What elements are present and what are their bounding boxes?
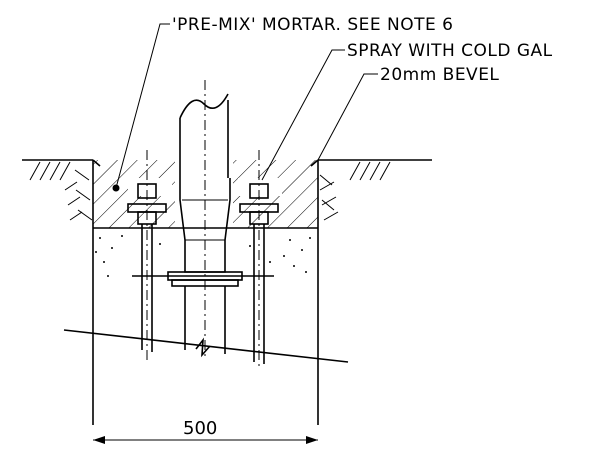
spray-cold-gal-note: SPRAY WITH COLD GAL: [347, 41, 553, 61]
anchor-bolt-left: [127, 150, 167, 360]
leader-lines: [115, 23, 378, 189]
premix-mortar-note: 'PRE-MIX' MORTAR. SEE NOTE 6: [172, 15, 453, 35]
width-dimension-text: 500: [183, 418, 217, 439]
anchor-bolt-right: [239, 150, 279, 370]
width-dimension: 500: [93, 418, 318, 444]
concrete-footing: [63, 228, 349, 425]
bevel-note: 20mm BEVEL: [380, 65, 499, 85]
ground-surface: [22, 159, 432, 221]
